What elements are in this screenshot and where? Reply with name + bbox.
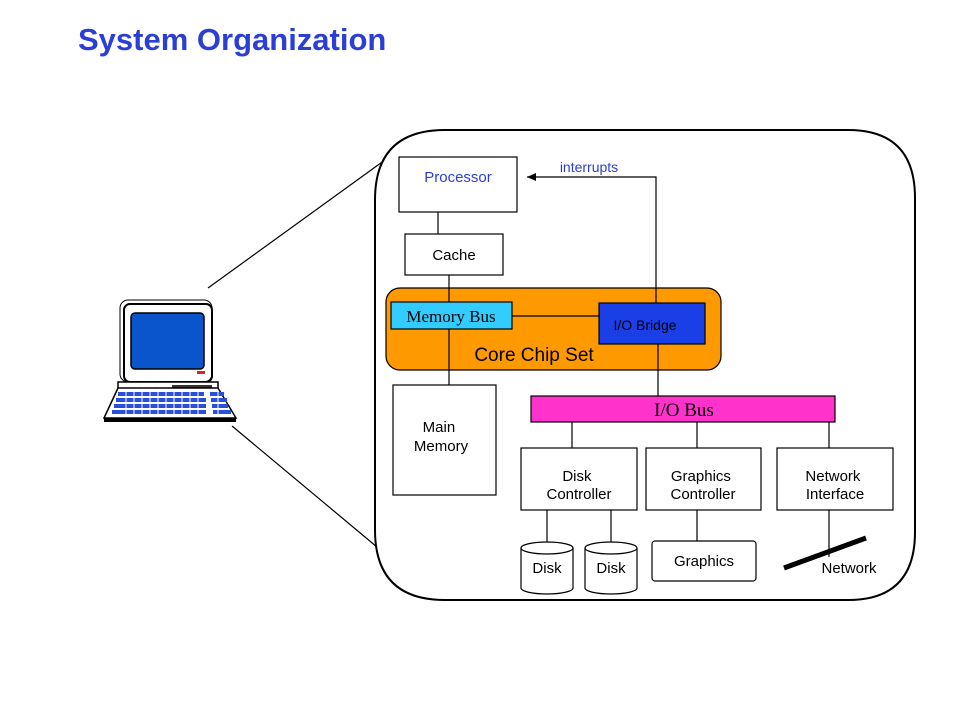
graphics-controller-box — [645, 447, 762, 511]
main-memory-label: Main Memory — [414, 419, 469, 455]
disk-controller-label: Disk Controller — [546, 468, 611, 503]
network-line — [783, 535, 867, 571]
zoom-line-top — [207, 159, 386, 289]
main-memory-line-1: Main — [423, 419, 456, 436]
disk-1-icon — [520, 541, 574, 595]
cache-box — [404, 233, 504, 276]
main-memory-line-2: Memory — [414, 438, 469, 455]
computer-icon — [102, 299, 238, 422]
io-bridge — [598, 302, 706, 345]
io-bus — [530, 395, 836, 423]
network-interface-label: Network Interface — [805, 468, 864, 503]
zoom-line-bottom — [231, 425, 384, 553]
memory-bus — [390, 301, 513, 330]
interrupts-label: interrupts — [560, 159, 618, 175]
graphics-controller-line-1: Graphics — [671, 468, 731, 485]
network-interface-line-2: Interface — [806, 486, 864, 503]
network-label: Network — [821, 560, 877, 577]
cache-label: Cache — [432, 247, 475, 264]
memory-bus-label: Memory Bus — [406, 307, 495, 326]
disk-controller-line-2: Controller — [546, 486, 611, 503]
disk-1-label: Disk — [532, 560, 562, 577]
core-chip-set-label: Core Chip Set — [474, 345, 594, 366]
disk-2-label: Disk — [596, 560, 626, 577]
processor-box — [398, 156, 518, 213]
network-interface-line-1: Network — [805, 468, 861, 485]
graphics-box — [651, 540, 757, 582]
processor-label: Processor — [424, 169, 492, 186]
graphics-label: Graphics — [674, 553, 734, 570]
disk-2-icon — [584, 541, 638, 595]
main-memory-box — [392, 384, 497, 496]
graphics-controller-label: Graphics Controller — [670, 468, 735, 503]
io-bus-label: I/O Bus — [654, 400, 714, 421]
monitor-screen — [130, 312, 205, 370]
slide-title: System Organization — [78, 22, 387, 57]
disk-controller-line-1: Disk — [562, 468, 592, 485]
graphics-controller-line-2: Controller — [670, 486, 735, 503]
network-interface-box — [776, 447, 894, 511]
disk-controller-box — [520, 447, 638, 511]
io-bridge-label: I/O Bridge — [613, 317, 676, 333]
interrupts-arrow — [527, 173, 657, 303]
